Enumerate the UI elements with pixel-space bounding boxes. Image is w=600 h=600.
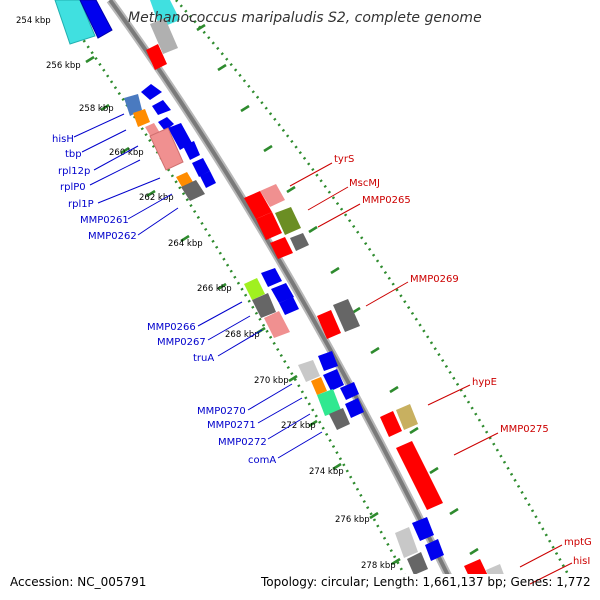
gene-block[interactable] [152,100,171,115]
gene-label-MMP0265[interactable]: MMP0265 [362,195,411,206]
gene-block[interactable] [298,360,320,382]
gene-block[interactable] [260,184,285,207]
gene-block[interactable] [141,84,162,100]
gene-block[interactable] [340,382,359,400]
gene-block[interactable] [79,0,113,39]
gene-block[interactable] [279,297,299,315]
gene-block[interactable] [318,351,338,371]
gene-block[interactable] [317,310,341,339]
gene-block[interactable] [333,299,360,332]
reverse-gene-label-text: hisH tbp rpl12p rplP0 rpl1P MMP0261 MMP0… [52,134,276,466]
gene-label-mptG[interactable]: mptG [564,537,592,548]
gene-label-MMP0267[interactable]: MMP0267 [157,337,206,348]
gene-block[interactable] [311,377,327,395]
gene-block[interactable] [256,212,282,240]
inner-tick-track [54,0,406,574]
gene-block[interactable] [271,283,294,303]
genome-backbone-core [108,0,450,574]
kbp-label: 258 kbp [79,104,114,114]
gene-block[interactable] [396,441,443,510]
gene-block[interactable] [168,123,192,150]
topology-label: Topology: circular; Length: 1,661,137 bp… [260,575,591,589]
gene-block[interactable] [54,0,96,45]
tick-marks [67,7,479,566]
gene-block[interactable] [329,408,350,430]
gene-block[interactable] [380,411,402,437]
gene-block[interactable] [146,44,167,70]
gene-block[interactable] [150,18,178,54]
gene-block[interactable] [158,117,174,131]
gene-block[interactable] [176,172,193,187]
gene-block[interactable] [264,311,290,338]
kbp-label: 268 kbp [225,330,260,340]
gene-label-tyrS[interactable]: tyrS [334,154,354,165]
gene-block[interactable] [244,278,265,300]
gene-block[interactable] [133,109,150,127]
kbp-label: 278 kbp [361,561,396,571]
gene-block[interactable] [345,398,364,418]
gene-block[interactable] [124,94,142,116]
gene-block[interactable] [425,539,444,561]
gene-block[interactable] [252,293,276,318]
gene-block[interactable] [275,207,301,235]
gene-block[interactable] [181,180,205,201]
gene-block[interactable] [290,233,309,251]
reverse-gene-labels [73,113,323,459]
kbp-label: 272 kbp [281,421,316,431]
map-title: Methanococcus maripaludis S2, complete g… [128,10,482,26]
gene-block[interactable] [261,268,282,287]
gene-label-hisI[interactable]: hisI [573,556,590,567]
gene-block[interactable] [183,141,200,160]
gene-block[interactable] [464,559,490,587]
kbp-label: 254 kbp [16,16,51,26]
forward-strand-genes [146,0,506,587]
gene-label-comA[interactable]: comA [248,455,276,466]
outer-tick-track [175,0,570,574]
gene-label-MMP0275[interactable]: MMP0275 [500,424,549,435]
kbp-labels: 254 kbp 256 kbp 258 kbp 260 kbp 262 kbp … [16,16,396,571]
gene-label-hisH[interactable]: hisH [52,134,74,145]
kbp-label: 262 kbp [139,193,174,203]
gene-label-MMP0271[interactable]: MMP0271 [207,420,256,431]
gene-label-MMP0266[interactable]: MMP0266 [147,322,196,333]
forward-gene-labels [289,162,573,585]
gene-label-MMP0270[interactable]: MMP0270 [197,406,246,417]
kbp-label: 260 kbp [109,148,144,158]
gene-label-MMP0261[interactable]: MMP0261 [80,215,129,226]
kbp-label: 274 kbp [309,467,344,477]
reverse-strand-genes [54,0,444,575]
gene-block[interactable] [244,191,272,219]
gene-block[interactable] [200,171,216,188]
gene-label-MMP0272[interactable]: MMP0272 [218,437,267,448]
gene-block[interactable] [486,564,506,586]
gene-block[interactable] [407,552,428,575]
gene-label-tbp[interactable]: tbp [65,149,82,160]
gene-label-MscMJ[interactable]: MscMJ [349,178,380,189]
kbp-label: 270 kbp [254,376,289,386]
gene-label-truA[interactable]: truA [193,353,214,364]
kbp-label: 256 kbp [46,61,81,71]
kbp-label: 266 kbp [197,284,232,294]
gene-label-MMP0269[interactable]: MMP0269 [410,274,459,285]
gene-label-rpl1P[interactable]: rpl1P [68,199,94,210]
gene-block[interactable] [149,127,184,171]
gene-block[interactable] [317,389,341,416]
gene-label-MMP0262[interactable]: MMP0262 [88,231,137,242]
kbp-label: 264 kbp [168,239,203,249]
gene-block[interactable] [412,517,434,541]
gene-label-hypE[interactable]: hypE [472,377,497,388]
gene-block[interactable] [192,158,210,177]
gene-block[interactable] [396,404,418,430]
accession-label: Accession: NC_005791 [10,575,146,589]
gene-block[interactable] [323,369,344,391]
gene-label-rplP0[interactable]: rplP0 [60,182,86,193]
kbp-label: 276 kbp [335,515,370,525]
gene-block[interactable] [270,237,293,259]
forward-gene-label-text: tyrS MscMJ MMP0265 MMP0269 hypE MMP0275 … [334,154,592,567]
gene-label-rpl12p[interactable]: rpl12p [58,166,90,177]
gene-block[interactable] [395,527,418,558]
